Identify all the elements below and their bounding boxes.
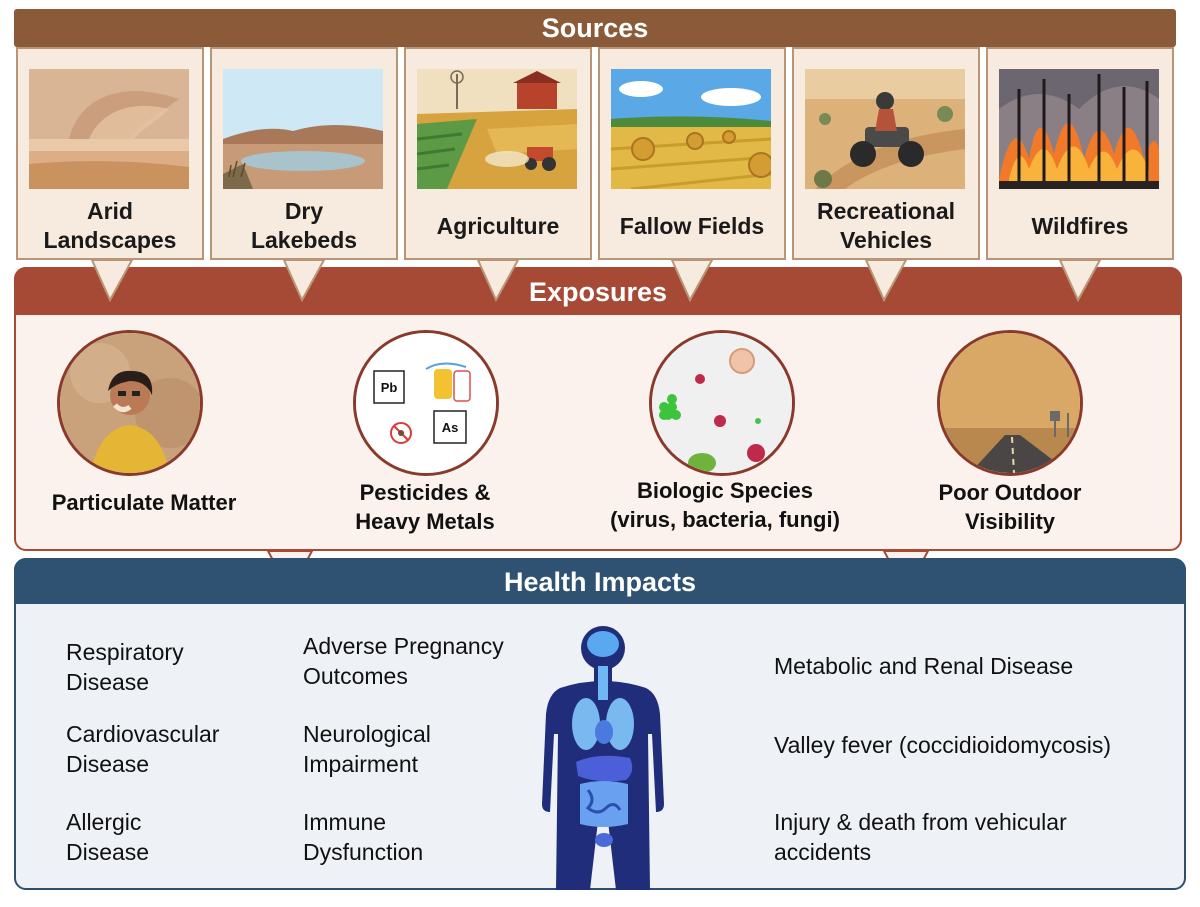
health-impacts-banner: Health Impacts (14, 558, 1186, 604)
source-card-agriculture: Agriculture (404, 47, 592, 260)
health-item: Metabolic and Renal Disease (774, 653, 1074, 679)
wildfires-image (999, 69, 1159, 189)
source-label: Fallow Fields (619, 212, 765, 239)
exposure-label-pesticides: Pesticides &Heavy Metals (355, 480, 495, 534)
lead-symbol: Pb (381, 380, 398, 395)
exposure-label-particulate: Particulate Matter (51, 490, 237, 515)
sources-banner: Sources (14, 9, 1176, 47)
exposures-banner: Exposures (14, 267, 1182, 315)
dry-lakebed-image (223, 69, 383, 189)
particulate-matter-icon (57, 330, 203, 476)
agriculture-image (417, 69, 577, 189)
source-card-fallow-fields: Fallow Fields (598, 47, 786, 260)
pesticides-metals-icon: Pb As (353, 330, 499, 476)
exposure-label-biologic: Biologic Species(virus, bacteria, fungi) (610, 478, 840, 532)
recreational-vehicle-image (805, 69, 965, 189)
sources-title: Sources (541, 13, 649, 43)
source-card-wildfires: Wildfires (986, 47, 1174, 260)
human-body-icon (542, 626, 664, 890)
health-impacts-title: Health Impacts (503, 567, 697, 597)
exposures-title: Exposures (528, 277, 668, 307)
source-label: Wildfires (1031, 212, 1129, 239)
biologic-species-icon (649, 330, 795, 476)
arid-landscape-image (29, 69, 189, 189)
source-label: Agriculture (436, 212, 560, 239)
fallow-fields-image (611, 69, 771, 189)
arsenic-symbol: As (442, 420, 459, 435)
poor-visibility-icon (937, 330, 1083, 476)
health-item: Valley fever (coccidioidomycosis) (774, 732, 1112, 758)
